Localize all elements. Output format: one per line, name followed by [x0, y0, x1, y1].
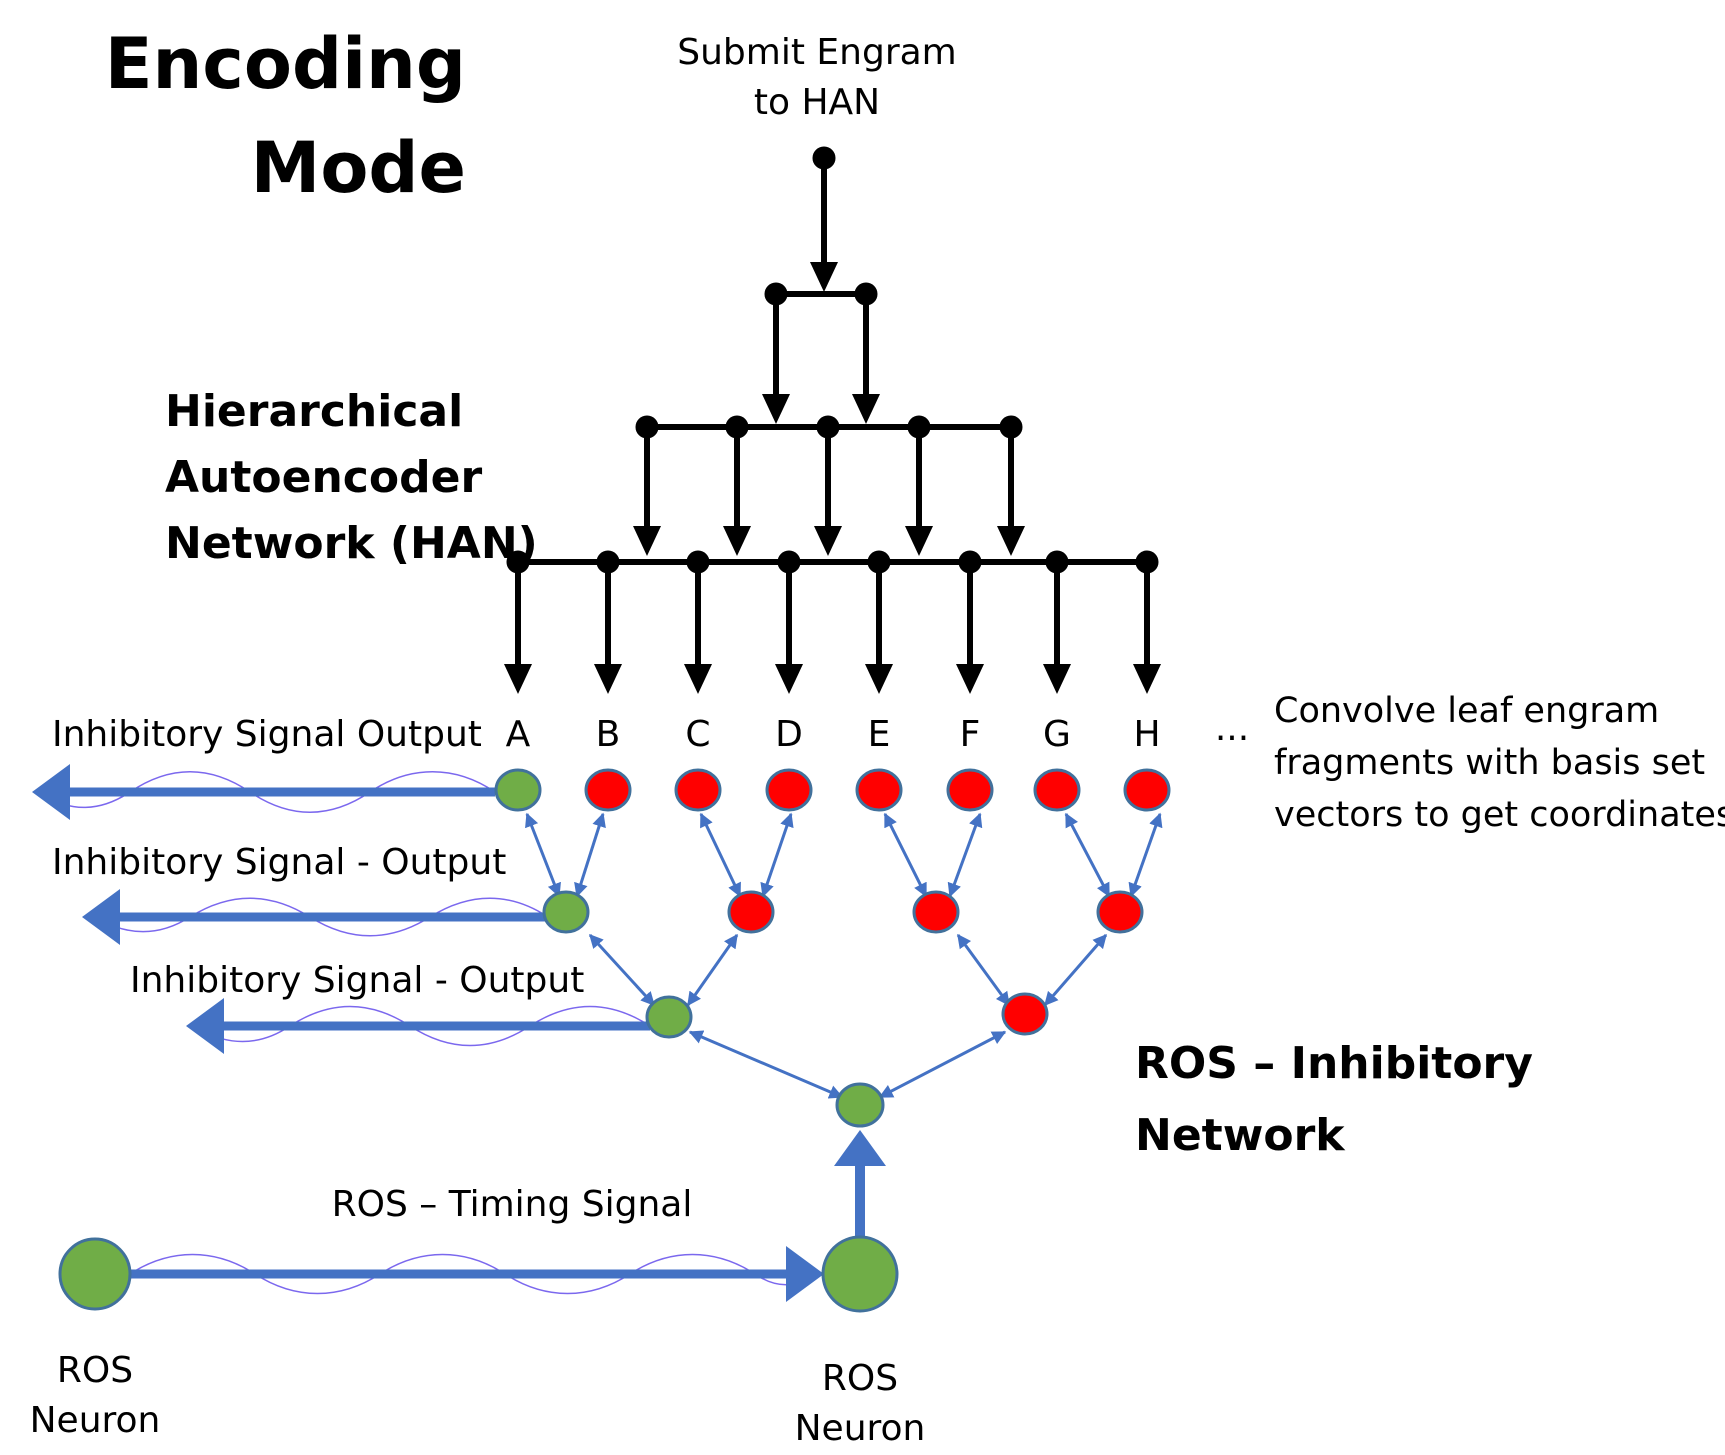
leaf-label-c: C — [685, 714, 710, 755]
han-tree — [504, 146, 1161, 694]
leaf-node-h — [1123, 768, 1171, 812]
link-g-gh — [1064, 812, 1111, 898]
node-gh — [1096, 890, 1144, 934]
han-leaf-stems — [504, 550, 1161, 694]
ros-neuron-left-line-1: ROS — [57, 1350, 133, 1391]
han-leaf-arrowhead — [684, 664, 712, 694]
submit-label-line-2: to HAN — [754, 82, 880, 123]
inhibitory-output-label-2: Inhibitory Signal - Output — [52, 842, 506, 883]
han-heading-line-3: Network (HAN) — [165, 518, 538, 569]
link-d-cd — [760, 812, 794, 898]
ros-network-heading-line-1: ROS – Inhibitory — [1135, 1038, 1533, 1089]
leaf-node-e — [855, 768, 903, 812]
han-leaf-arrowhead — [865, 664, 893, 694]
han-leaf-arrowhead — [594, 664, 622, 694]
han-level-3-arrowhead — [997, 526, 1025, 556]
leaf-node-a — [494, 768, 542, 812]
link-efgh-root — [878, 1030, 1007, 1099]
inhibitory-output-label-3: Inhibitory Signal - Output — [130, 960, 584, 1001]
link-cd-abcd — [686, 933, 739, 1007]
han-leaf-arrowhead — [775, 664, 803, 694]
link-h-gh — [1128, 812, 1163, 898]
han-root-arrowhead — [810, 262, 838, 292]
leaf-labels: A B C D E F G H — [506, 714, 1161, 755]
leaf-node-c — [674, 768, 722, 812]
link-gh-efgh — [1043, 933, 1108, 1007]
han-level-3-arrowhead — [905, 526, 933, 556]
link-ef-efgh — [956, 933, 1011, 1007]
leaf-node-d — [765, 768, 813, 812]
ros-neuron-right — [821, 1235, 899, 1313]
convolve-note-line-2: fragments with basis set — [1274, 743, 1705, 783]
signal-arrowhead — [186, 998, 224, 1054]
leaf-node-g — [1033, 768, 1081, 812]
han-heading-line-1: Hierarchical — [165, 386, 463, 437]
node-abcd — [645, 995, 693, 1039]
ros-neuron-left-line-2: Neuron — [30, 1400, 161, 1441]
han-leaf-arrowhead — [504, 664, 532, 694]
ros-inhibitory-links — [525, 812, 1163, 1099]
inhibitory-output-2 — [82, 889, 549, 945]
inhibitory-output-label-1: Inhibitory Signal Output — [52, 714, 482, 755]
leaf-node-b — [584, 768, 632, 812]
link-a-ab — [525, 812, 561, 898]
ros-network-heading-line-2: Network — [1135, 1110, 1346, 1161]
link-c-cd — [699, 812, 742, 898]
inhibitory-output-3 — [186, 998, 651, 1054]
ros-timing-signal — [128, 1246, 824, 1302]
leaf-label-d: D — [775, 714, 803, 755]
ros-neuron-right-line-2: Neuron — [795, 1408, 926, 1449]
link-e-ef — [883, 812, 928, 898]
han-level-3-arrowhead — [814, 526, 842, 556]
timing-arrowhead — [786, 1246, 824, 1302]
leaf-label-a: A — [506, 714, 531, 755]
han-leaf-arrowhead — [1133, 664, 1161, 694]
node-efgh — [1001, 992, 1049, 1036]
ros-up-arrow — [834, 1130, 886, 1236]
ros-neuron-left — [58, 1237, 132, 1311]
leaf-label-f: F — [960, 714, 981, 755]
inhibitory-output-1 — [32, 764, 496, 820]
submit-label-line-1: Submit Engram — [677, 32, 957, 73]
leaf-nodes — [494, 768, 1171, 812]
han-leaf-arrowhead — [956, 664, 984, 694]
link-ab-abcd — [588, 933, 656, 1007]
leaf-label-e: E — [868, 714, 891, 755]
up-arrow-head — [834, 1130, 886, 1166]
ros-internal-nodes — [542, 890, 1144, 1128]
leaf-label-b: B — [596, 714, 621, 755]
han-level-2-arrowhead — [852, 394, 880, 424]
han-level-3-arrowhead — [633, 526, 661, 556]
leaf-label-g: G — [1043, 714, 1071, 755]
title-line-1: Encoding — [105, 23, 466, 105]
ros-neuron-right-line-1: ROS — [822, 1358, 898, 1399]
node-ef — [912, 890, 960, 934]
node-cd — [727, 890, 775, 934]
han-level-2-arrowhead — [762, 394, 790, 424]
link-abcd-root — [688, 1030, 844, 1099]
title-line-2: Mode — [251, 127, 466, 209]
han-level-3-arrowhead — [723, 526, 751, 556]
leaf-label-h: H — [1133, 714, 1160, 755]
leaf-node-f — [946, 768, 994, 812]
node-ab — [542, 890, 590, 934]
link-b-ab — [574, 812, 606, 898]
signal-arrowhead — [32, 764, 70, 820]
signal-arrowhead — [82, 889, 120, 945]
leaf-ellipsis: ... — [1215, 708, 1249, 749]
convolve-note-line-1: Convolve leaf engram — [1274, 691, 1659, 731]
link-f-ef — [947, 812, 983, 898]
ros-timing-label: ROS – Timing Signal — [332, 1184, 693, 1225]
han-heading-line-2: Autoencoder — [165, 452, 482, 503]
node-root — [835, 1082, 885, 1128]
han-leaf-arrowhead — [1043, 664, 1071, 694]
convolve-note-line-3: vectors to get coordinates — [1274, 795, 1725, 835]
